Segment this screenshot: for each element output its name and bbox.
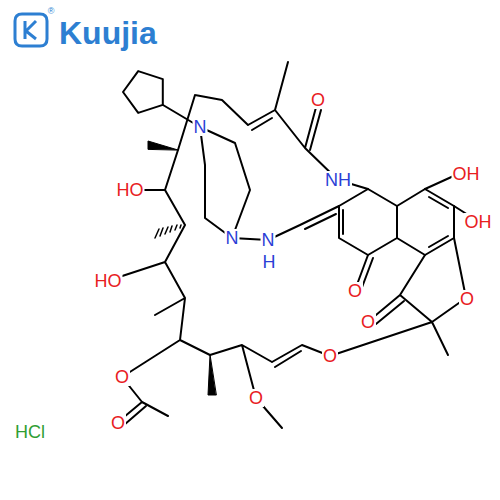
atom-label: O bbox=[347, 282, 363, 300]
atom-label: N bbox=[225, 229, 240, 247]
atom-label: N bbox=[261, 231, 276, 249]
atom-label: O bbox=[114, 368, 130, 386]
atom-label: O bbox=[322, 347, 338, 365]
cyclopentyl-ring bbox=[123, 71, 163, 113]
atom-label: H bbox=[262, 253, 277, 271]
atom-label: O bbox=[248, 389, 264, 407]
atom-label: OH bbox=[452, 165, 481, 183]
hashed-bond bbox=[155, 225, 181, 238]
single-bonds bbox=[110, 62, 476, 428]
atom-label: O bbox=[110, 414, 126, 432]
salt-label: HCl bbox=[14, 423, 46, 441]
atom-label: N bbox=[193, 118, 208, 136]
atom-label: O bbox=[360, 313, 376, 331]
logo-text: Kuujia bbox=[58, 17, 158, 49]
atom-label: HO bbox=[94, 272, 123, 290]
piperazine-ring bbox=[200, 127, 250, 238]
aromatic-ring bbox=[339, 189, 397, 255]
registered-mark: ® bbox=[47, 7, 56, 16]
atom-label: O bbox=[310, 91, 326, 109]
double-bond-lines bbox=[124, 110, 448, 425]
bonds bbox=[110, 62, 476, 428]
logo-badge bbox=[15, 14, 47, 46]
aromatic-ring bbox=[397, 189, 454, 255]
wedge-bond bbox=[148, 141, 178, 150]
wedge-bond bbox=[208, 355, 216, 395]
badge-outline bbox=[15, 14, 47, 46]
atom-label: O bbox=[459, 290, 475, 308]
atom-label: NH bbox=[324, 171, 352, 189]
badge-letter bbox=[25, 21, 36, 39]
atom-label: HO bbox=[116, 181, 145, 199]
atom-label: OH bbox=[464, 213, 493, 231]
